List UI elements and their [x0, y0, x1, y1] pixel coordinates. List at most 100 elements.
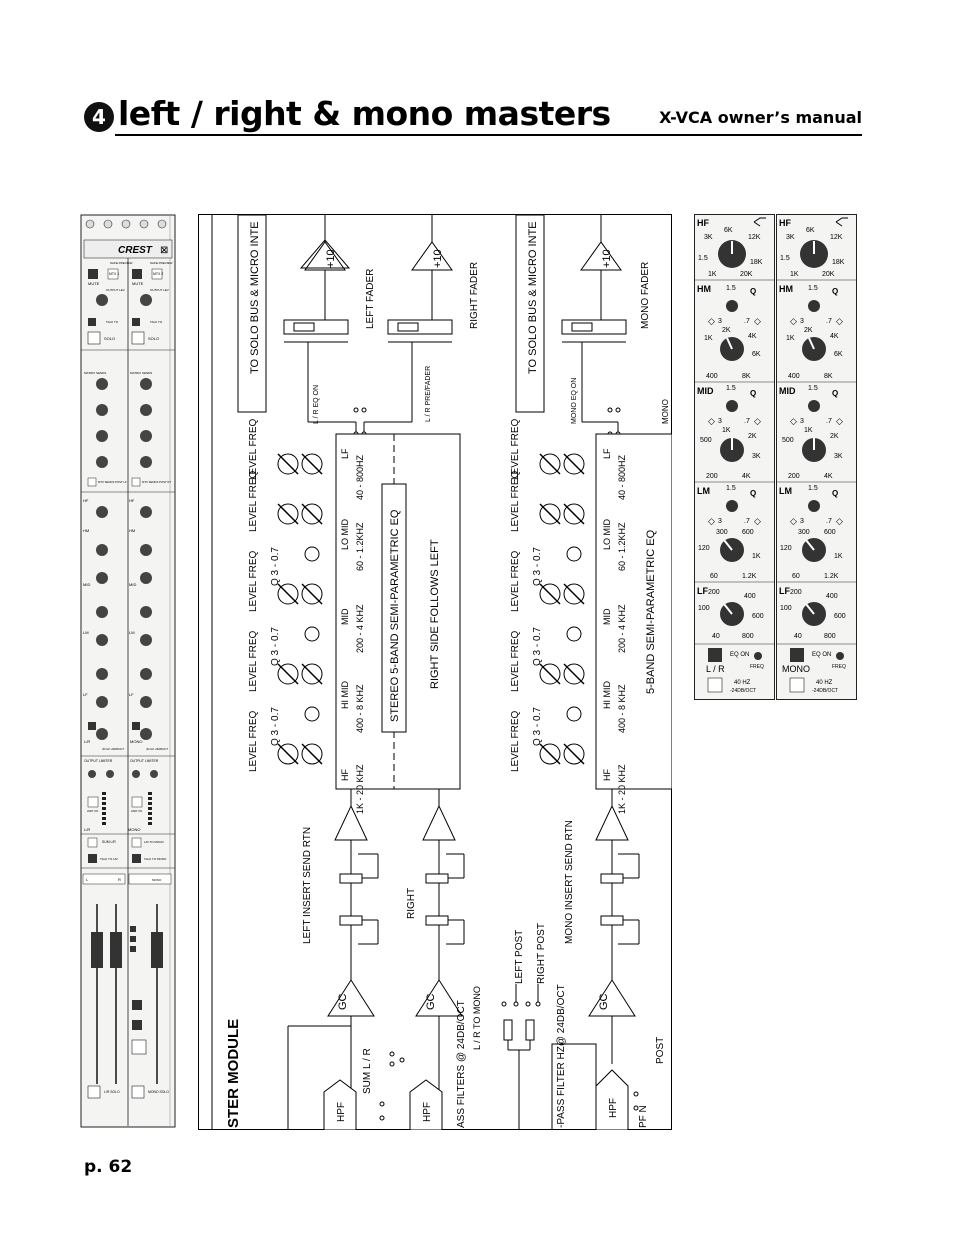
zoom-hf-18k-1: 18K	[750, 259, 763, 266]
strip-r: R	[118, 877, 121, 882]
zoom-hpf-button-2[interactable]	[789, 677, 805, 693]
zoom-hm-6k-2: 6K	[834, 351, 843, 358]
zoom-lm-q7-2: .7	[826, 518, 832, 525]
zoom-lm-120-1: 120	[698, 545, 710, 552]
solo-button-2[interactable]	[131, 331, 145, 345]
svg-text:◇: ◇	[754, 316, 761, 326]
strip-mono-label: MONO	[130, 739, 142, 744]
mono-band-lf: LF	[602, 448, 612, 459]
lr-prefader-label: L / R PRE/FADER	[425, 366, 432, 422]
strip-band-lm-1: LM	[83, 630, 89, 635]
solo-button-1[interactable]	[87, 331, 101, 345]
zoom-hf-12k-1: 12K	[748, 234, 761, 241]
zoom-eq-on-2: EQ ON	[812, 652, 831, 658]
zoom-lm-q3-2: 3	[800, 518, 804, 525]
zoom-lm-600-1: 600	[742, 529, 754, 536]
svg-text:◇: ◇	[790, 416, 797, 426]
mono-solo-button[interactable]	[131, 1085, 145, 1099]
himid-q: Q 3 - 0.7	[270, 707, 281, 746]
zoom-mid-q3-2: 3	[800, 418, 804, 425]
himid-level-freq: LEVEL FREQ	[248, 630, 259, 692]
zoom-eq-on-button-1[interactable]	[708, 648, 722, 662]
zoom-mid-q-1: Q	[750, 389, 756, 398]
zoom-mid-3k-2: 3K	[834, 453, 843, 460]
mid-level-freq: LEVEL FREQ	[248, 550, 259, 612]
page-number: p. 62	[84, 1157, 133, 1177]
left-fader[interactable]	[91, 932, 103, 968]
strip-mono-3: MONO	[152, 878, 162, 882]
zoom-eq-on-button-2[interactable]	[790, 648, 804, 662]
zoom-hm-2k-1: 2K	[722, 327, 731, 334]
zoom-hm-q7-1: .7	[744, 318, 750, 325]
zoom-hf-3k-1: 3K	[704, 234, 713, 241]
header-rule	[115, 134, 862, 136]
right-post-label: RIGHT POST	[536, 923, 547, 984]
eq-zoom-panel: HF 6K 3K 12K 1.5 18K 1K 20K HM Q 1.5 ◇◇ …	[694, 214, 857, 700]
zoom-lm-12k-2: 1.2K	[824, 573, 839, 580]
mute-button-2[interactable]	[132, 269, 142, 279]
zoom-hf-1k-2: 1K	[790, 271, 799, 278]
svg-text:◇: ◇	[790, 316, 797, 326]
zoom-lf-800-1: 800	[742, 633, 754, 640]
zoom-lm-q-2: Q	[832, 489, 838, 498]
gc-right: GC	[425, 993, 437, 1010]
lr-solo-button[interactable]	[87, 1085, 101, 1099]
page-title: left / right & mono masters	[118, 94, 611, 133]
lr-to-mono-button[interactable]	[131, 837, 142, 848]
zoom-hpf-1: 40 HZ	[734, 680, 751, 686]
strip-aux-label-2: SAFE PREVIEW	[150, 261, 173, 265]
stereo-band-hf-range: 1K - 20 KHZ	[355, 764, 365, 814]
stereo-band-lf: LF	[340, 448, 350, 459]
zoom-mid-1k-2: 1K	[804, 427, 813, 434]
zoom-mid-4k-1: 4K	[742, 473, 751, 480]
right-follows-label: RIGHT SIDE FOLLOWS LEFT	[429, 539, 441, 689]
zoom-lf-600-1: 600	[752, 613, 764, 620]
mono-band-himid: HI MID	[602, 681, 612, 709]
stereo-band-hf: HF	[340, 769, 350, 781]
zoom-lf-200-2: 200	[790, 589, 802, 596]
zoom-hpf-button-1[interactable]	[707, 677, 723, 693]
mono-lf-level-freq: LEVEL FREQ	[510, 418, 521, 480]
zoom-hm-q7-2: .7	[826, 318, 832, 325]
zoom-hm-q3-2: 3	[800, 318, 804, 325]
strip-band-lf-2: LF	[129, 692, 134, 697]
zoom-lm-15-2: 1.5	[808, 485, 818, 492]
mono-lomid-q: Q 3 - 0.7	[532, 547, 543, 586]
mono-band-mid-range: 200 - 4 KHZ	[617, 604, 627, 653]
zoom-hm-15-2: 1.5	[808, 285, 818, 292]
mono-band-hf-range: 1K - 20 KHZ	[617, 764, 627, 814]
pass-filter-mono-label: -PASS FILTER HZ@ 24DB/OCT	[556, 984, 567, 1128]
right-fader[interactable]	[110, 932, 122, 968]
zoom-freq-1: FREQ	[750, 664, 764, 670]
zoom-lf-100-2: 100	[780, 605, 792, 612]
zoom-hpf-2: 40 HZ	[816, 680, 833, 686]
stereo-band-himid: HI MID	[340, 681, 350, 709]
zoom-lf-800-2: 800	[824, 633, 836, 640]
zoom-lm-1k-1: 1K	[752, 553, 761, 560]
zoom-mid-15-1: 1.5	[726, 385, 736, 392]
strip-output-lev-2: OUTPUT LEV	[150, 288, 169, 292]
plus10-left: +10	[325, 249, 337, 268]
stereo-band-lomid: LO MID	[340, 518, 350, 550]
zoom-lm-q3-1: 3	[718, 518, 722, 525]
svg-text:◇: ◇	[754, 416, 761, 426]
strip-lr-solo: L/R SOLO	[104, 1090, 120, 1094]
hpf-right: HPF	[422, 1102, 433, 1122]
zoom-hf-2: HF	[779, 218, 791, 228]
zoom-bottom-1: L / R	[706, 664, 725, 674]
mono-fader[interactable]	[151, 932, 163, 968]
sum-lr-button[interactable]	[87, 837, 98, 848]
mono-mid-level-freq: LEVEL FREQ	[510, 550, 521, 612]
zoom-lm-300-2: 300	[798, 529, 810, 536]
mute-button-1[interactable]	[88, 269, 98, 279]
stereo-band-lf-range: 40 - 800HZ	[355, 454, 365, 500]
strip-band-mid-1: MID	[83, 582, 90, 587]
hpf-left: HPF	[336, 1102, 347, 1122]
svg-text:⊠: ⊠	[160, 245, 168, 256]
section-title: STER MODULE	[225, 1019, 242, 1128]
zoom-hf-15-2: 1.5	[780, 255, 790, 262]
zoom-hf-12k-2: 12K	[830, 234, 843, 241]
zoom-lf-1: LF	[697, 586, 708, 596]
mono-band-mid: MID	[602, 608, 612, 625]
zoom-lm-2: LM	[779, 486, 792, 496]
